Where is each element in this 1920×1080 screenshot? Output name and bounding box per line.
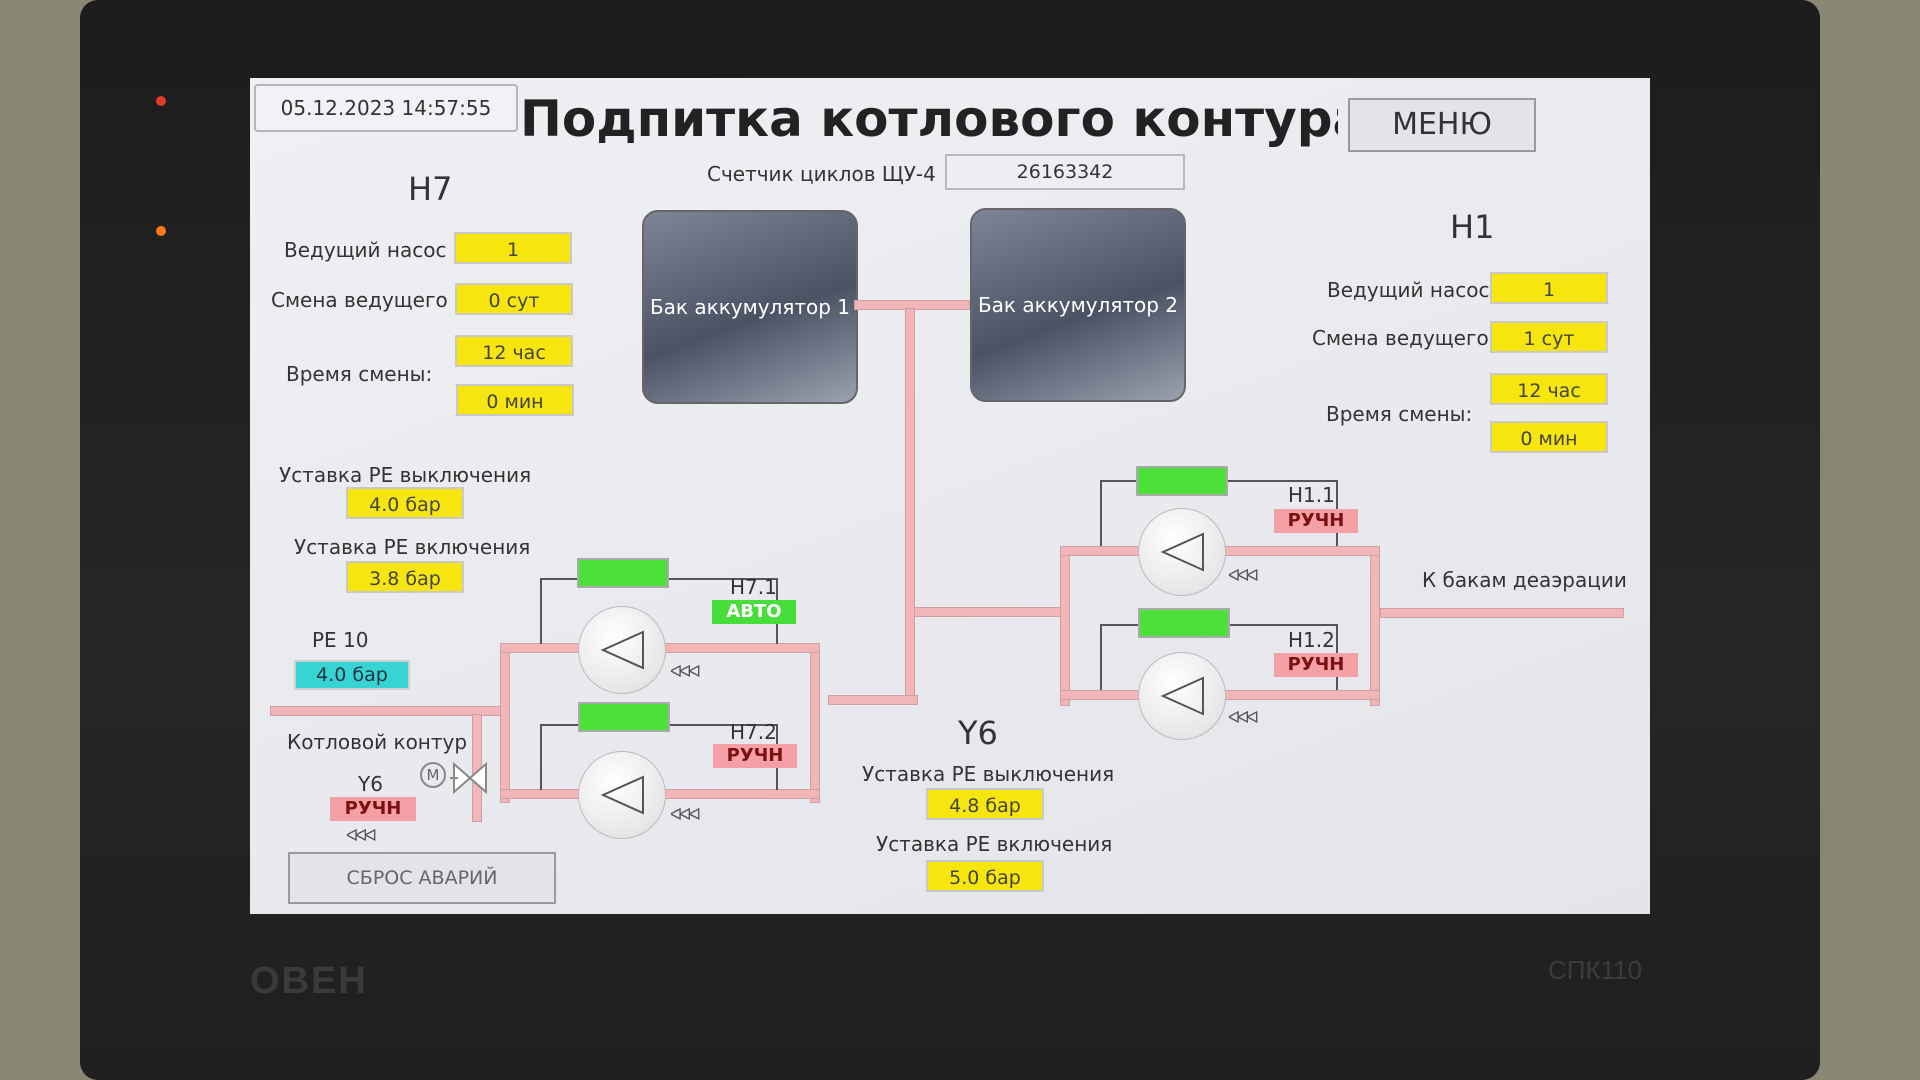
y6-pe-on-value[interactable]: 5.0 бар [926, 860, 1044, 892]
y6-pe-on-label: Уставка РЕ включения [876, 832, 1113, 856]
h7-change-time-minutes[interactable]: 0 мин [456, 384, 574, 416]
brand-logo: ОВЕН [250, 960, 368, 1002]
page-title: Подпитка котлового контура [520, 90, 1338, 148]
h7-2-status-indicator [578, 702, 670, 732]
pipe-to-deaeration [1380, 608, 1624, 618]
y6-pe-off-value[interactable]: 4.8 бар [926, 788, 1044, 820]
flow-arrows-icon: ᐊᐊᐊ [670, 662, 701, 681]
flow-arrows-icon: ᐊᐊᐊ [1228, 566, 1259, 585]
h7-1-status-indicator [577, 558, 669, 588]
h7-change-lead-value[interactable]: 0 сут [455, 283, 573, 315]
hmi-screen: 05.12.2023 14:57:55 Подпитка котлового к… [250, 78, 1650, 914]
pipe-h7-right-header [810, 643, 820, 803]
accumulator-tank-1: Бак аккумулятор 1 [642, 210, 858, 404]
h7-1-bypass [540, 578, 542, 644]
h7-change-time-hours[interactable]: 12 час [455, 335, 573, 367]
pipe-h1-left-header [1060, 546, 1070, 706]
h7-title: Н7 [408, 170, 453, 208]
pump-h1-2[interactable] [1138, 652, 1226, 740]
flow-arrows-icon: ᐊᐊᐊ [670, 805, 701, 824]
valve-y6-icon[interactable] [450, 760, 490, 796]
menu-button[interactable]: МЕНЮ [1348, 98, 1536, 152]
reset-alarms-button[interactable]: СБРОС АВАРИЙ [288, 852, 556, 904]
pipe-main-riser [905, 308, 915, 702]
h7-lead-pump-value[interactable]: 1 [454, 232, 572, 264]
pump-h1-1[interactable] [1138, 508, 1226, 596]
flow-arrows-icon: ᐊᐊᐊ [346, 826, 377, 845]
counter-value: 26163342 [945, 154, 1185, 190]
motor-icon: M [420, 762, 446, 788]
h7-pe-off-label: Уставка РЕ выключения [279, 463, 532, 487]
model-label: СПК110 [1548, 955, 1643, 985]
tank-1-label: Бак аккумулятор 1 [649, 295, 851, 319]
deaeration-label: К бакам деаэрации [1422, 568, 1627, 592]
pump-h7-1[interactable] [578, 606, 666, 694]
h1-2-name: Н1.2 [1288, 628, 1335, 652]
h1-lead-pump-label: Ведущий насос [1327, 278, 1490, 302]
pipe-boiler-inlet [270, 706, 506, 716]
h1-change-time-hours[interactable]: 12 час [1490, 373, 1608, 405]
h1-change-lead-value[interactable]: 1 сут [1490, 321, 1608, 353]
h7-2-bypass [540, 724, 542, 790]
h7-pe-off-value[interactable]: 4.0 бар [346, 487, 464, 519]
pump-triangle-icon [600, 775, 644, 815]
accumulator-tank-2: Бак аккумулятор 2 [970, 208, 1186, 402]
pe10-value: 4.0 бар [294, 660, 410, 690]
h7-pe-on-value[interactable]: 3.8 бар [346, 561, 464, 593]
h1-change-lead-label: Смена ведущего [1312, 326, 1489, 350]
status-led [156, 226, 166, 236]
h1-1-status-indicator [1136, 466, 1228, 496]
h1-2-bypass [1100, 624, 1102, 690]
h1-1-bypass [1100, 480, 1102, 546]
pe10-label: РЕ 10 [312, 628, 369, 652]
h1-2-status-indicator [1138, 608, 1230, 638]
y6-pe-off-label: Уставка РЕ выключения [862, 762, 1115, 786]
pump-triangle-icon [1160, 676, 1204, 716]
h1-1-name: Н1.1 [1288, 483, 1335, 507]
valve-y6-mode[interactable]: РУЧН [330, 797, 416, 821]
pipe-h1-right-header [1370, 546, 1380, 706]
pump-h7-2[interactable] [578, 751, 666, 839]
h1-title: Н1 [1450, 208, 1495, 246]
pump-triangle-icon [1160, 532, 1204, 572]
h7-pe-on-label: Уставка РЕ включения [294, 535, 531, 559]
counter-label: Счетчик циклов ЩУ-4 [707, 162, 936, 186]
h1-change-time-label: Время смены: [1326, 402, 1473, 426]
h1-1-mode[interactable]: РУЧН [1274, 509, 1358, 533]
h7-2-mode[interactable]: РУЧН [713, 744, 797, 768]
h7-2-name: Н7.2 [730, 720, 777, 744]
h7-change-lead-label: Смена ведущего [271, 288, 448, 312]
flow-arrows-icon: ᐊᐊᐊ [1228, 708, 1259, 727]
h7-1-name: Н7.1 [730, 575, 777, 599]
h1-2-mode[interactable]: РУЧН [1274, 653, 1358, 677]
pipe-h7-left-header [500, 643, 510, 803]
power-led [156, 96, 166, 106]
boiler-circuit-label: Котловой контур [287, 730, 468, 754]
pipe-h7-to-riser [828, 695, 918, 705]
valve-y6-name: Y6 [358, 772, 383, 796]
h7-1-mode[interactable]: АВТО [712, 600, 796, 624]
datetime-display: 05.12.2023 14:57:55 [254, 84, 518, 132]
h1-lead-pump-value[interactable]: 1 [1490, 272, 1608, 304]
h7-change-time-label: Время смены: [286, 362, 433, 386]
h1-change-time-minutes[interactable]: 0 мин [1490, 421, 1608, 453]
pipe-riser-to-h1 [914, 607, 1062, 617]
pump-triangle-icon [600, 630, 644, 670]
y6-title: Y6 [958, 714, 998, 752]
h7-lead-pump-label: Ведущий насос [284, 238, 447, 262]
tank-2-label: Бак аккумулятор 2 [977, 293, 1179, 317]
